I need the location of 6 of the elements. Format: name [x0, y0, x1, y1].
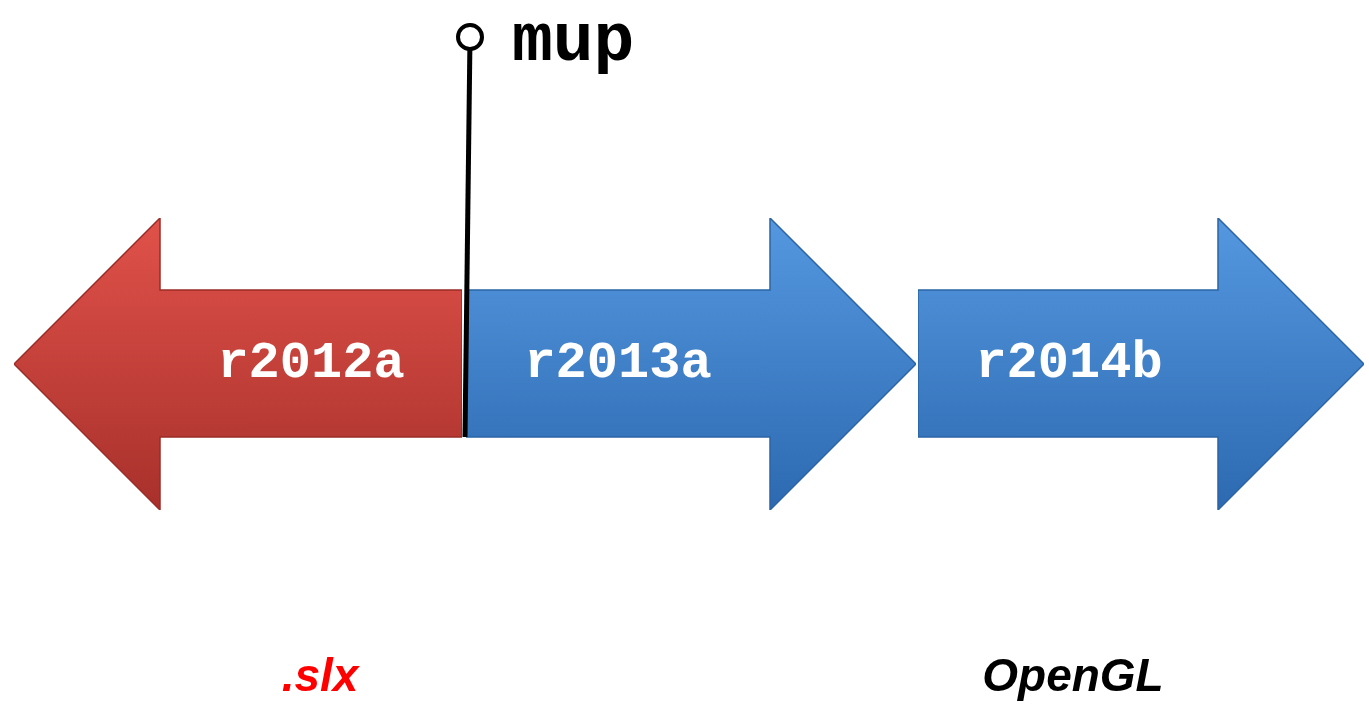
version-label: r2012a [216, 333, 406, 395]
marker-label: mup [512, 3, 635, 80]
version-label: r2014b [974, 333, 1164, 395]
version-label: r2013a [523, 333, 713, 395]
note-text: OpenGL [982, 648, 1164, 702]
note-text: .slx [281, 648, 359, 702]
